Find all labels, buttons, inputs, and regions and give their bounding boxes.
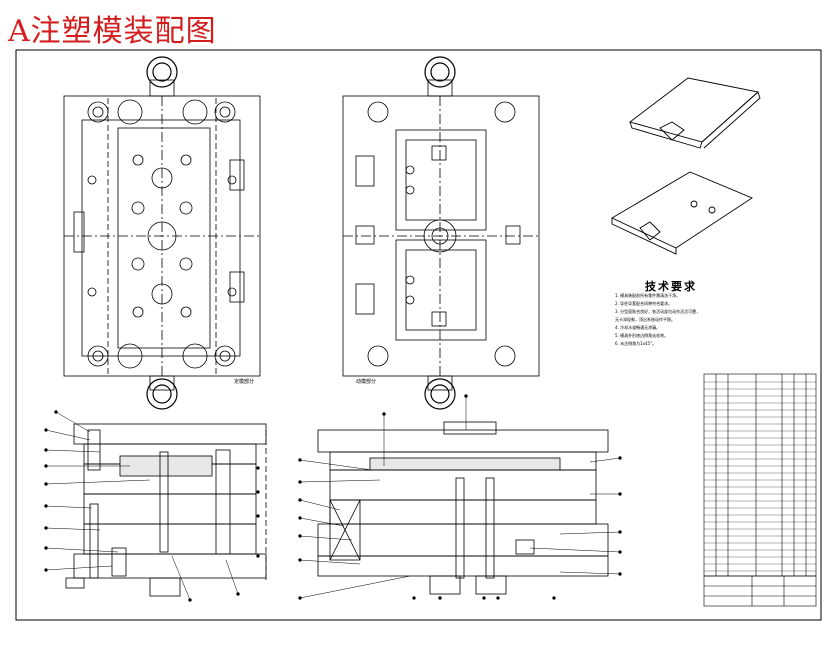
eye-bolt-bottom-right — [424, 378, 456, 410]
tech-requirements-heading: 技术要求 — [645, 280, 697, 293]
sheet-border — [15, 49, 822, 621]
eye-bolt-bottom-left — [146, 378, 178, 410]
section-view-left — [65, 423, 267, 597]
tech-requirement-item: 6. 未注倒角为1x45°。 — [615, 341, 657, 346]
eye-bolt-top-right — [424, 56, 456, 88]
drawing-title: A注塑模装配图 — [8, 14, 217, 49]
eye-bolt-top-left — [146, 56, 178, 88]
section-view-right — [317, 421, 609, 595]
tech-requirement-item: 无卡滞现象，顶出系统动作平稳。 — [615, 317, 675, 322]
leader-lines-right — [298, 394, 622, 600]
parts-list-rows — [704, 381, 816, 572]
tech-requirement-item: 5. 模具外形棱边倒角去毛刺。 — [615, 333, 669, 338]
view-label-moving-half: 动模部分 — [356, 379, 377, 385]
tech-requirements-list: 1. 模具装配前所有零件需清洗干净。 2. 导柱导套配合间隙符合要求。 3. 分… — [615, 292, 745, 348]
tech-requirement-item: 4. 冷却水道畅通无渗漏。 — [615, 325, 661, 330]
tech-requirement-item: 1. 模具装配前所有零件需清洗干净。 — [615, 293, 681, 298]
tech-requirement-item: 2. 导柱导套配合间隙符合要求。 — [615, 301, 673, 306]
leader-lines-left — [44, 410, 260, 602]
part-iso-view-bottom — [611, 171, 753, 255]
plan-view-left — [63, 79, 261, 391]
parts-list-table — [703, 373, 817, 577]
plan-view-right — [342, 79, 540, 391]
part-iso-view-top — [629, 77, 761, 149]
view-label-fixed-half: 定模部分 — [234, 379, 255, 385]
title-block — [703, 575, 817, 607]
tech-requirement-item: 3. 分型面贴合良好，各活动部位动作灵活可靠， — [615, 309, 701, 314]
